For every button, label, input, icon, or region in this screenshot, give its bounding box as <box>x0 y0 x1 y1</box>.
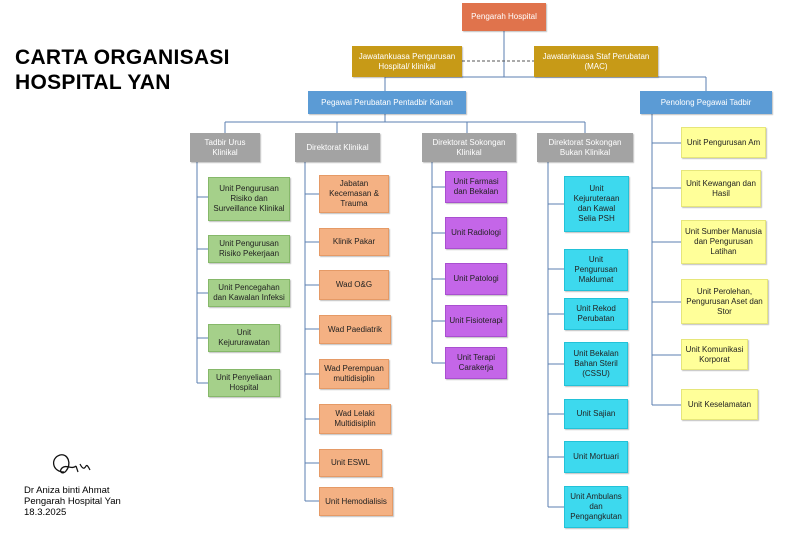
unit-label: Unit Hemodialisis <box>325 496 387 506</box>
unit-label: Wad O&G <box>335 280 373 289</box>
deputy-admin-box: Penolong Pegawai Tadbir <box>640 91 772 114</box>
unit-box: Klinik Pakar <box>319 228 389 256</box>
unit-label: Unit Kewangan dan Hasil <box>686 178 756 198</box>
unit-box: Unit Komunikasi Korporat <box>681 339 748 370</box>
division-head-sokongan: Direktorat Sokongan Klinikal <box>422 133 516 162</box>
unit-label: Unit Pencegahan dan Kawalan Infeksi <box>213 283 285 302</box>
unit-label: Klinik Pakar <box>332 237 376 246</box>
unit-label: Unit Komunikasi Korporat <box>685 344 744 364</box>
unit-label: Unit Patologi <box>453 274 499 283</box>
unit-label: Unit Keselamatan <box>687 399 752 409</box>
unit-label: Unit Kejururawatan <box>218 328 270 347</box>
division-head-tadbir-label: Tadbir Urus Klinikal <box>204 137 246 157</box>
unit-box: Unit Fisioterapi <box>445 305 507 337</box>
division-head-bukan: Direktorat Sokongan Bukan Klinikal <box>537 133 633 162</box>
unit-box: Unit Pengurusan Risiko Pekerjaan <box>208 235 290 263</box>
division-head-bukan-label: Direktorat Sokongan Bukan Klinikal <box>548 137 622 157</box>
chart-title-line2: HOSPITAL YAN <box>15 71 171 94</box>
unit-box: Unit Kewangan dan Hasil <box>681 170 761 207</box>
chart-title: CARTA ORGANISASI HOSPITAL YAN <box>15 45 230 95</box>
deputy-admin-label: Penolong Pegawai Tadbir <box>660 97 752 107</box>
unit-label: Unit Pengurusan Am <box>686 137 761 147</box>
unit-label: Unit Bekalan Bahan Steril (CSSU) <box>573 349 619 378</box>
committee-right-label: Jawatankuasa Staf Perubatan (MAC) <box>542 51 650 71</box>
division-head-sokongan-label: Direktorat Sokongan Klinikal <box>432 137 506 157</box>
deputy-medical-box: Pegawai Perubatan Pentadbir Kanan <box>308 91 466 114</box>
unit-box: Unit Pengurusan Am <box>681 127 766 158</box>
unit-label: Unit Kejuruteraan dan Kawal Selia PSH <box>573 184 620 223</box>
unit-box: Wad Paediatrik <box>319 315 391 344</box>
unit-box: Wad Lelaki Multidisiplin <box>319 404 391 434</box>
committee-left-box: Jawatankuasa Pengurusan Hospital/ klinik… <box>352 46 462 77</box>
director-box: Pengarah Hospital <box>462 3 546 31</box>
signature-mark <box>53 454 91 474</box>
division-head-tadbir: Tadbir Urus Klinikal <box>190 133 260 162</box>
unit-box: Unit Radiologi <box>445 217 507 249</box>
unit-label: Unit Sumber Manusia dan Pengurusan Latih… <box>685 227 762 256</box>
unit-box: Jabatan Kecemasan & Trauma <box>319 175 389 213</box>
unit-label: Unit ESWL <box>330 458 371 467</box>
unit-box: Unit Terapi Carakerja <box>445 347 507 379</box>
unit-label: Wad Lelaki Multidisiplin <box>334 409 376 428</box>
signature-block: Dr Aniza binti Ahmat Pengarah Hospital Y… <box>24 485 121 518</box>
unit-box: Unit Sumber Manusia dan Pengurusan Latih… <box>681 220 766 264</box>
unit-label: Jabatan Kecemasan & Trauma <box>329 179 379 208</box>
unit-box: Unit Pengurusan Risiko dan Surveillance … <box>208 177 290 221</box>
unit-label: Unit Terapi Carakerja <box>456 353 496 372</box>
committee-left-label: Jawatankuasa Pengurusan Hospital/ klinik… <box>358 51 456 71</box>
unit-label: Unit Pengurusan Risiko Pekerjaan <box>218 239 280 258</box>
unit-label: Unit Perolehan, Pengurusan Aset dan Stor <box>686 286 763 316</box>
unit-box: Unit Ambulans dan Pengangkutan <box>564 486 628 528</box>
unit-box: Unit Pengurusan Maklumat <box>564 249 628 291</box>
unit-label: Unit Sajian <box>576 409 616 418</box>
unit-box: Unit Farmasi dan Bekalan <box>445 171 507 203</box>
division-head-klinikal: Direktorat Klinikal <box>295 133 380 162</box>
unit-label: Unit Radiologi <box>451 228 501 237</box>
director-label: Pengarah Hospital <box>471 12 537 21</box>
unit-box: Unit Keselamatan <box>681 389 758 420</box>
unit-box: Unit Rekod Perubatan <box>564 298 628 330</box>
deputy-medical-label: Pegawai Perubatan Pentadbir Kanan <box>321 97 453 107</box>
unit-label: Unit Rekod Perubatan <box>576 304 616 323</box>
unit-box: Unit Kejuruteraan dan Kawal Selia PSH <box>564 176 629 232</box>
unit-box: Wad O&G <box>319 270 389 300</box>
unit-label: Unit Mortuari <box>573 452 619 461</box>
unit-label: Unit Pengurusan Maklumat <box>574 255 618 284</box>
unit-label: Unit Penyeliaan Hospital <box>215 373 273 392</box>
unit-label: Wad Perempuan multidisiplin <box>324 364 384 383</box>
unit-box: Unit Patologi <box>445 263 507 295</box>
unit-box: Unit Mortuari <box>564 441 628 473</box>
unit-label: Unit Farmasi dan Bekalan <box>453 177 499 196</box>
unit-box: Unit Pencegahan dan Kawalan Infeksi <box>208 279 290 307</box>
signature-name: Dr Aniza binti Ahmat <box>24 485 110 496</box>
unit-box: Unit Bekalan Bahan Steril (CSSU) <box>564 342 628 386</box>
unit-box: Unit Hemodialisis <box>319 487 393 516</box>
unit-box: Unit Penyeliaan Hospital <box>208 369 280 397</box>
unit-box: Unit Sajian <box>564 399 628 429</box>
unit-box: Unit Kejururawatan <box>208 324 280 352</box>
committee-right-box: Jawatankuasa Staf Perubatan (MAC) <box>534 46 658 77</box>
unit-box: Unit ESWL <box>319 449 382 477</box>
division-head-klinikal-label: Direktorat Klinikal <box>306 142 369 152</box>
unit-label: Unit Fisioterapi <box>449 316 503 325</box>
unit-label: Wad Paediatrik <box>328 324 382 334</box>
unit-box: Unit Perolehan, Pengurusan Aset dan Stor <box>681 279 768 324</box>
chart-title-line1: CARTA ORGANISASI <box>15 46 230 69</box>
unit-label: Unit Pengurusan Risiko dan Surveillance … <box>213 184 285 213</box>
unit-box: Wad Perempuan multidisiplin <box>319 359 389 389</box>
signature-position: Pengarah Hospital Yan <box>24 496 121 507</box>
signature-date: 18.3.2025 <box>24 507 67 518</box>
unit-label: Unit Ambulans dan Pengangkutan <box>570 492 622 521</box>
